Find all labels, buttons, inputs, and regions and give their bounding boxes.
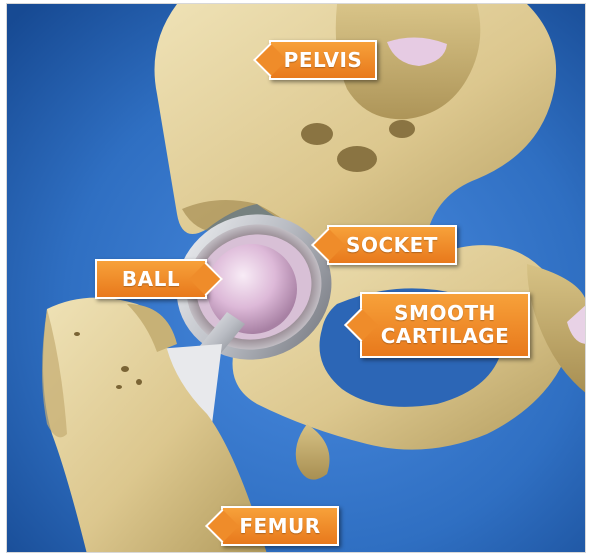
cartilage-line-1: SMOOTH xyxy=(394,301,496,325)
socket-label-text: SOCKET xyxy=(346,234,438,257)
smooth-cartilage-label-text: SMOOTH CARTILAGE xyxy=(381,302,510,348)
femur-label: FEMUR xyxy=(221,506,339,546)
ball-label: BALL xyxy=(95,259,207,299)
ball-label-text: BALL xyxy=(122,268,180,291)
hip-illustration xyxy=(7,4,586,553)
hip-replacement-diagram: PELVIS SOCKET BALL SMOOTH CARTILAGE FEMU… xyxy=(6,3,586,553)
pelvis-label-text: PELVIS xyxy=(284,49,363,72)
femur-label-text: FEMUR xyxy=(239,515,320,538)
smooth-cartilage-label: SMOOTH CARTILAGE xyxy=(360,292,530,358)
cartilage-line-2: CARTILAGE xyxy=(381,324,510,348)
pelvis-label: PELVIS xyxy=(269,40,377,80)
socket-label: SOCKET xyxy=(327,225,457,265)
